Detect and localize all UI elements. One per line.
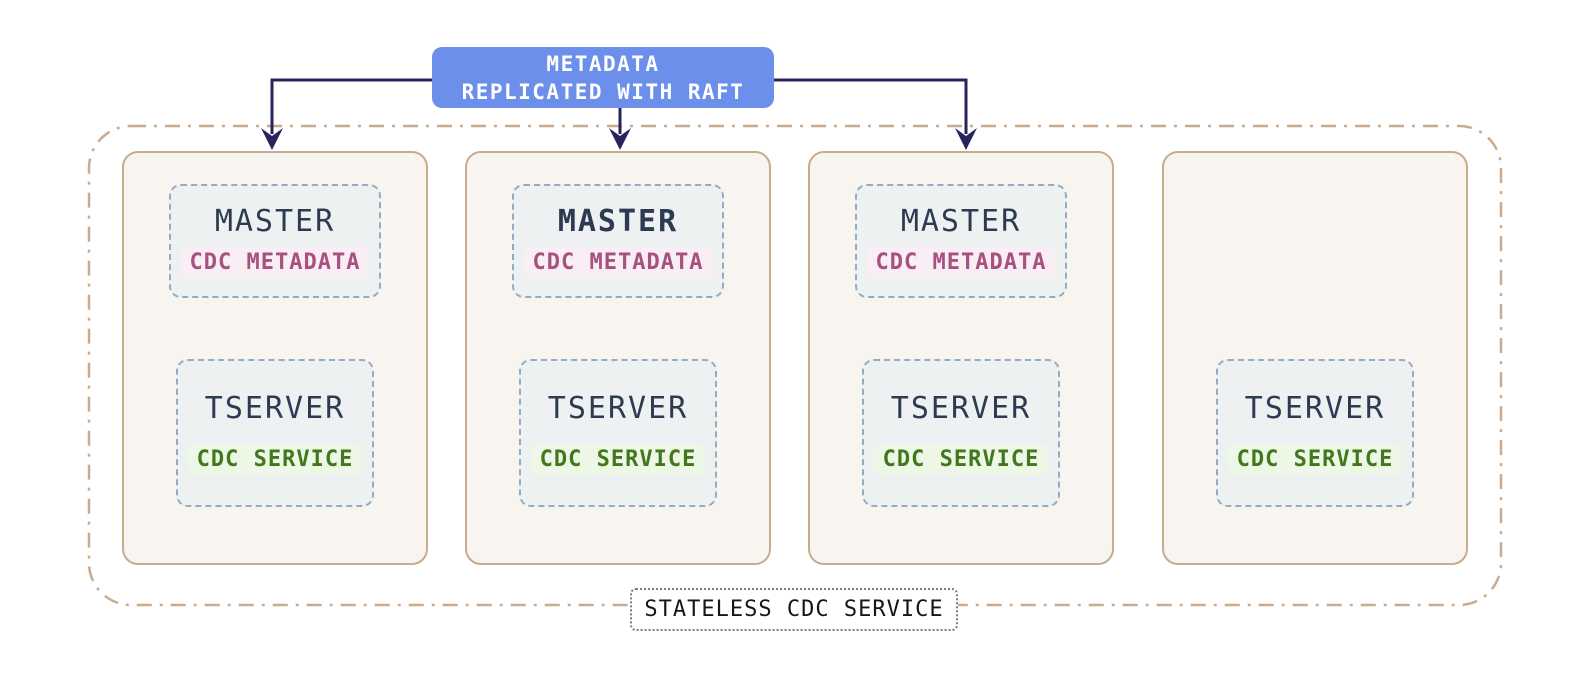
tserver-box: TSERVER CDC SERVICE xyxy=(1216,359,1414,507)
connector-right-line xyxy=(773,78,968,134)
node-1: MASTER CDC METADATA TSERVER CDC SERVICE xyxy=(122,151,428,565)
raft-metadata-line1: METADATA xyxy=(546,51,660,76)
master-label: MASTER xyxy=(214,204,336,239)
cdc-metadata-badge: CDC METADATA xyxy=(523,247,713,278)
arrowheads xyxy=(261,128,977,150)
master-box: MASTER CDC METADATA xyxy=(169,184,381,298)
node-4: TSERVER CDC SERVICE xyxy=(1162,151,1468,565)
tserver-box: TSERVER CDC SERVICE xyxy=(519,359,717,507)
raft-metadata-line2: REPLICATED WITH RAFT xyxy=(461,79,745,104)
master-label: MASTER xyxy=(900,204,1022,239)
cdc-service-badge: CDC SERVICE xyxy=(187,444,363,475)
cdc-metadata-badge: CDC METADATA xyxy=(180,247,370,278)
stateless-cdc-service-label: STATELESS CDC SERVICE xyxy=(630,588,958,631)
cdc-service-badge: CDC SERVICE xyxy=(873,444,1049,475)
tserver-box: TSERVER CDC SERVICE xyxy=(176,359,374,507)
node-3: MASTER CDC METADATA TSERVER CDC SERVICE xyxy=(808,151,1114,565)
tserver-label: TSERVER xyxy=(204,391,346,426)
tserver-label: TSERVER xyxy=(1244,391,1386,426)
tserver-box: TSERVER CDC SERVICE xyxy=(862,359,1060,507)
arrow-down-icon xyxy=(955,128,977,150)
master-label: MASTER xyxy=(557,204,679,239)
connector-left-line xyxy=(270,78,433,134)
cdc-service-badge: CDC SERVICE xyxy=(530,444,706,475)
cdc-metadata-badge: CDC METADATA xyxy=(866,247,1056,278)
master-box: MASTER CDC METADATA xyxy=(855,184,1067,298)
master-box: MASTER CDC METADATA xyxy=(512,184,724,298)
arrow-down-icon xyxy=(261,128,283,150)
tserver-label: TSERVER xyxy=(547,391,689,426)
node-2: MASTER CDC METADATA TSERVER CDC SERVICE xyxy=(465,151,771,565)
raft-metadata-box: METADATA REPLICATED WITH RAFT xyxy=(432,47,774,108)
raft-connector-lines xyxy=(270,78,968,134)
arrow-down-icon xyxy=(609,128,631,150)
tserver-label: TSERVER xyxy=(890,391,1032,426)
cdc-service-badge: CDC SERVICE xyxy=(1227,444,1403,475)
